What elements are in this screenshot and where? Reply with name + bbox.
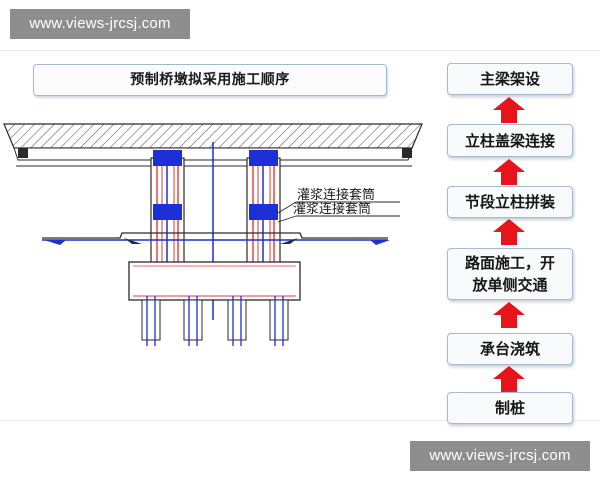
watermark-bottom: www.views-jrcsj.com <box>410 441 590 471</box>
step-road-construction: 路面施工，开 放单侧交通 <box>447 248 573 300</box>
step-pile-fabrication: 制桩 <box>447 392 573 424</box>
step-label: 节段立柱拼装 <box>464 193 555 211</box>
step-main-girder-erection: 主梁架设 <box>447 63 573 95</box>
cap-beam <box>3 123 423 167</box>
step-pile-cap-pouring: 承台浇筑 <box>447 333 573 365</box>
road-surface <box>42 232 390 245</box>
annotation-leaders <box>277 201 400 223</box>
step-column-capbeam-connection: 立柱盖梁连接 <box>447 124 573 157</box>
annotation-grout-sleeve-2: 灌浆连接套筒 <box>293 201 371 216</box>
arrow-up-icon <box>493 219 525 245</box>
frame-line-bottom <box>0 420 600 421</box>
step-label-line1: 路面施工，开 <box>464 254 555 272</box>
watermark-top: www.views-jrcsj.com <box>10 9 190 39</box>
annotation-grout-sleeve-1: 灌浆连接套筒 <box>297 187 375 202</box>
arrow-up-icon <box>493 302 525 328</box>
pile-cap <box>128 261 301 301</box>
frame-line-top <box>0 50 600 51</box>
diagram-title: 预制桥墩拟采用施工顺序 <box>33 64 387 96</box>
step-label: 主梁架设 <box>479 70 540 88</box>
arrow-up-icon <box>493 159 525 185</box>
step-label: 制桩 <box>494 399 525 417</box>
piles <box>141 296 289 346</box>
step-segment-column-assembly: 节段立柱拼装 <box>447 186 573 218</box>
arrow-up-icon <box>493 366 525 392</box>
step-label-line2: 放单侧交通 <box>472 276 548 294</box>
step-label: 立柱盖梁连接 <box>464 131 555 150</box>
step-label: 承台浇筑 <box>479 340 540 358</box>
arrow-up-icon <box>493 97 525 123</box>
